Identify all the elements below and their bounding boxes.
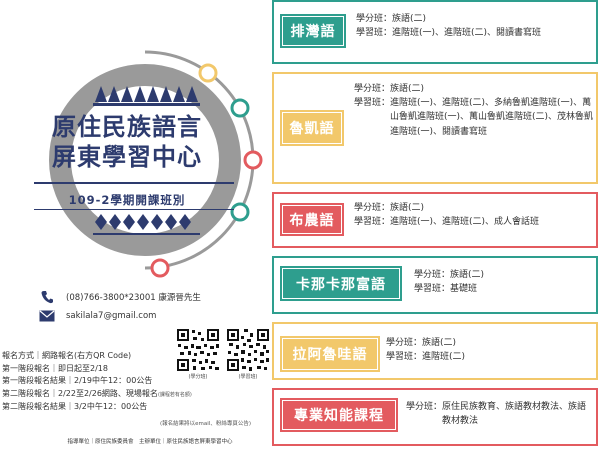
course-line-value: 原住民族教育、族語教材教法、族語教材教法 [442,402,587,427]
orbit-dot-red-bottom [150,258,170,278]
registration-line: 第一階段報名結果｜2/19中午12：00公告 [2,376,153,385]
course-line-value: 族語(二) [390,203,425,213]
registration-line: 第二階段報名｜2/22至2/26網路、現場報名 [2,388,158,398]
registration-line-note: (課程若有名額) [157,391,192,398]
course-line: 學習班：進階班(一)、進階班(二)、多納魯凱進階班(一)、萬山魯凱進階班(一)、… [354,96,594,139]
qr-caption-credit-class: (學分班) [188,374,208,380]
title-line-1: 原住民族語言 [52,112,202,141]
course-line: 學習班：進階班(一)、進階班(二)、成人會話班 [354,215,594,229]
orbit-dot-green-top [230,98,250,118]
registration-line: 第二階段報名結果｜3/2中午12：00公告 [2,402,148,411]
registration-line: 報名方式｜網路報名(右方QR Code) [2,351,132,360]
course-lines: 學分班：族語(二) 學習班：進階班(一)、進階班(二)、多納魯凱進階班(一)、萬… [354,82,594,139]
registration-info: 報名方式｜網路報名(右方QR Code) 第一階段報名｜即日起至2/18 第一階… [2,350,292,414]
course-line: 學分班：族語(二) [354,201,594,215]
course-line-label: 學分班： [414,270,451,280]
qr-code-learning-class[interactable] [226,328,270,372]
contact-email-row: sakilala7@gmail.com [38,309,156,323]
contact-email: sakilala7@gmail.com [66,311,157,321]
course-line-label: 學習班： [354,98,391,109]
course-line: 學分班：族語(二) [386,336,594,350]
course-line-value: 進階班(一)、進階班(二)、閱讀書寫班 [392,28,542,39]
course-lines: 學分班：族語(二) 學習班：進階班(二) [386,336,594,364]
envelope-icon [38,309,56,323]
registration-line: 第一階段報名｜即日起至2/18 [2,363,108,373]
registration-line-with-note: 第二階段報名｜2/22至2/26網路、現場報名(課程若有名額) [2,388,292,402]
course-line: 學分班：原住民族教育、族語教材教法、族語教材教法 [406,400,592,428]
orbit-dot-yellow-top [198,63,218,83]
contact-phone-row: (08)766-3800*23001 康源晉先生 [38,290,201,304]
inner-white-disc [73,88,217,232]
course-line-label: 學習班： [354,217,391,228]
course-lines: 學分班：族語(二) 學習班：進階班(一)、進階班(二)、閱讀書寫班 [356,12,592,40]
title-rule-top [34,182,234,184]
course-line-value: 族語(二) [422,338,457,348]
course-line-value: 族語(二) [450,270,485,280]
course-line-value: 族語(二) [390,84,425,94]
course-card-rukai: 學分班：族語(二) 學習班：進階班(一)、進階班(二)、多納魯凱進階班(一)、萬… [272,72,598,184]
poster-subtitle: 109-2學期開課班別 [68,193,186,207]
course-line: 學習班：基礎班 [414,282,594,296]
course-line-value: 進階班(一)、進階班(二)、多納魯凱進階班(一)、萬山魯凱進階班(一)、萬山魯凱… [390,98,594,137]
course-line: 學分班：族語(二) [356,12,592,26]
course-line-label: 學習班： [356,28,393,39]
course-line: 學分班：族語(二) [414,268,594,282]
footer-organizers: 指導單位｜原住民族委員會 主辦單位｜原住民族語言屏東學習中心 [67,439,233,445]
course-line-label: 學習班： [414,284,451,295]
course-tag-hla-alua: 拉阿魯哇語 [280,336,380,372]
course-tag-rukai: 魯凱語 [280,110,344,146]
poster-title: 原住民族語言 屏東學習中心 [22,112,232,172]
course-lines: 學分班：原住民族教育、族語教材教法、族語教材教法 [406,400,592,428]
course-tag-professional: 專業知能課程 [280,398,398,432]
course-line-value: 進階班(二) [422,352,466,363]
course-line: 學習班：進階班(二) [386,350,594,364]
orbit-dot-green-low [230,202,250,222]
totem-pattern-top [93,86,200,106]
course-line-label: 學分班： [386,338,423,348]
course-line-label: 學分班： [356,14,393,24]
course-line: 學分班：族語(二) [354,82,594,96]
course-line-value: 進階班(一)、進階班(二)、成人會話班 [390,217,540,228]
title-line-2: 屏東學習中心 [52,142,202,171]
qr-code-credit-class[interactable] [176,328,220,372]
course-line-label: 學習班： [386,352,423,363]
outer-gray-ring [49,64,241,256]
orbit-dot-red-mid [243,150,263,170]
registration-result-note: (報名結果將以email、粉絲專頁公告) [160,421,251,427]
course-line: 學習班：進階班(一)、進階班(二)、閱讀書寫班 [356,26,592,40]
course-line-value: 族語(二) [392,14,427,24]
title-rule-bottom [34,209,234,210]
course-lines: 學分班：族語(二) 學習班：基礎班 [414,268,594,296]
course-line-label: 學分班： [354,84,391,94]
course-line-label: 學分班： [354,203,391,213]
course-line-label: 學分班： [406,402,443,412]
decorative-circle-graphic [49,50,263,278]
totem-pattern-bottom [93,214,200,235]
course-tag-bunun: 布農語 [280,203,344,236]
course-line-value: 基礎班 [450,284,478,295]
phone-icon [38,290,56,304]
course-tag-paiwan: 排灣語 [280,14,346,48]
course-lines: 學分班：族語(二) 學習班：進階班(一)、進階班(二)、成人會話班 [354,201,594,229]
course-tag-kanakanavu: 卡那卡那富語 [280,266,402,301]
contact-phone: (08)766-3800*23001 康源晉先生 [66,293,201,303]
qr-caption-learning-class: (學習班) [238,374,258,380]
